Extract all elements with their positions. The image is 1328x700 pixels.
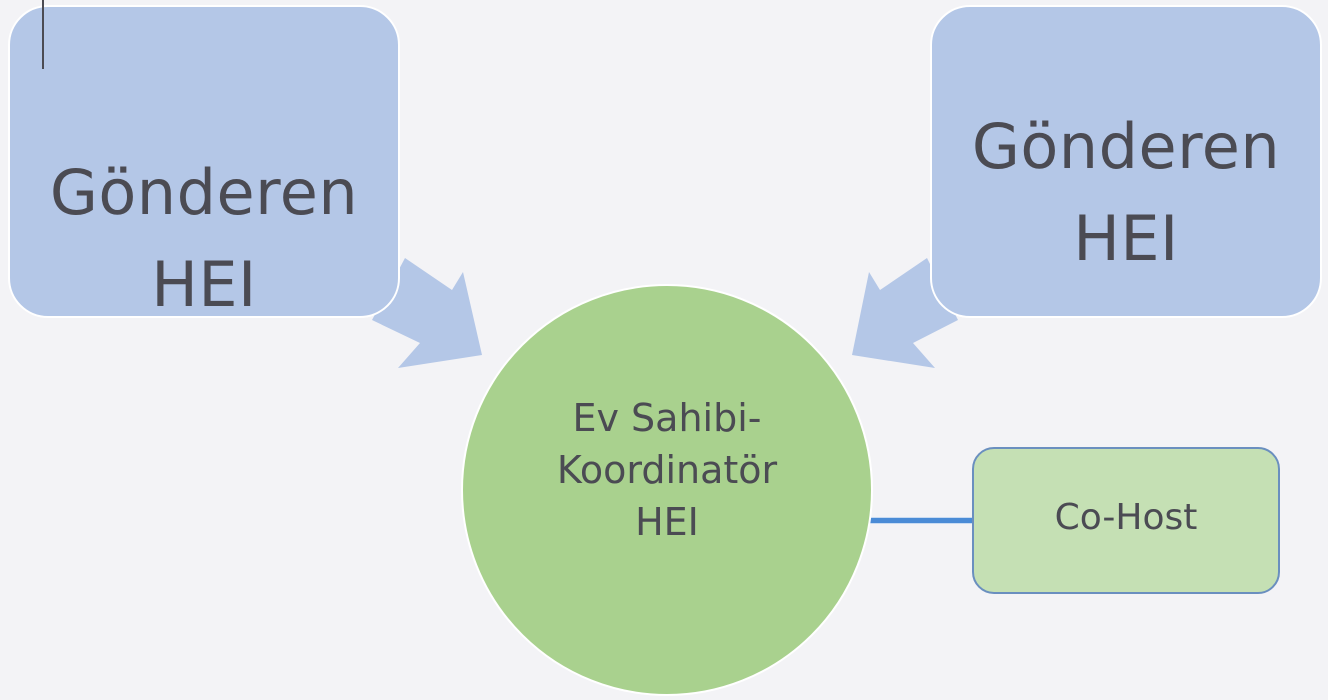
host-coordinator-label: Ev Sahibi- Koordinatör HEI bbox=[556, 396, 778, 544]
cohost-label: Co-Host bbox=[1054, 497, 1198, 538]
sender-hei-box-left[interactable]: Gönderen HEI bbox=[8, 0, 400, 321]
host-cohost-connector bbox=[866, 518, 974, 523]
sender-hei-text-right: Gönderen HEI bbox=[971, 109, 1281, 275]
sender-hei-label-right: Gönderen HEI bbox=[972, 9, 1280, 285]
sender-hei-text-left: Gönderen HEI bbox=[49, 155, 359, 321]
sender-hei-box-right[interactable]: Gönderen HEI bbox=[930, 5, 1322, 318]
cohost-box[interactable]: Co-Host bbox=[972, 447, 1280, 594]
text-cursor bbox=[41, 0, 44, 69]
sender-hei-label-left[interactable]: Gönderen HEI bbox=[41, 0, 359, 331]
host-coordinator-circle[interactable]: Ev Sahibi- Koordinatör HEI bbox=[461, 284, 873, 696]
